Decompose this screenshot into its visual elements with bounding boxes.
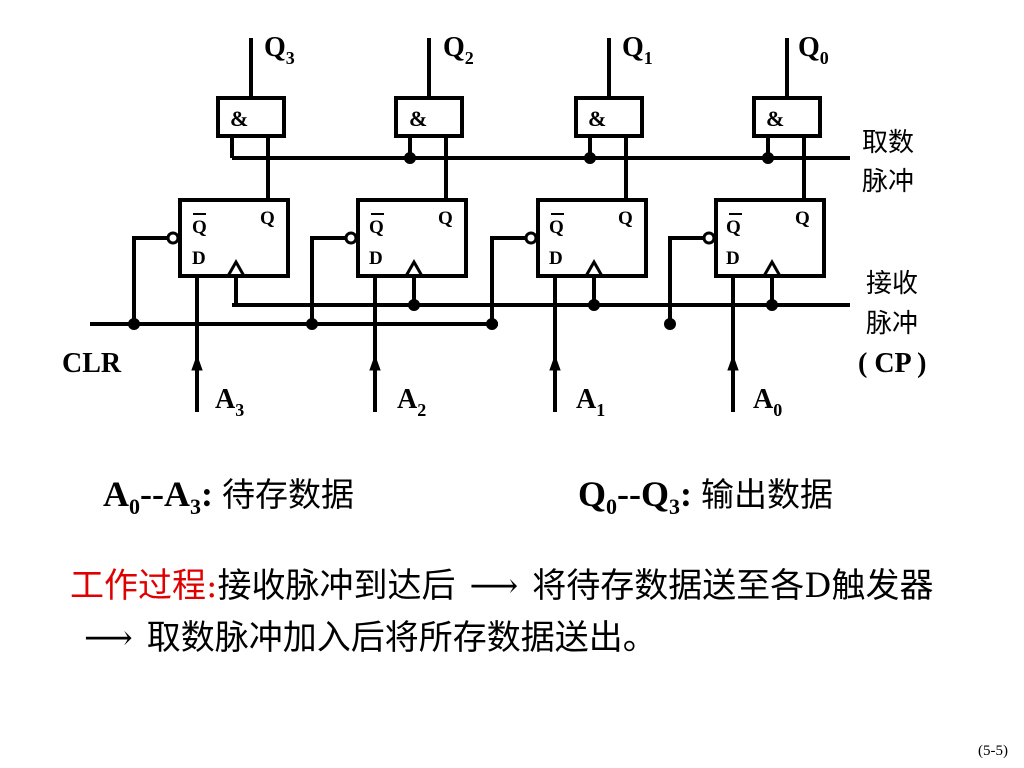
and-gate [216, 96, 286, 138]
ff-q-label: Q [438, 208, 453, 229]
ff-q-label: Q [260, 208, 275, 229]
clock-triangle [584, 258, 604, 277]
process-step3: 取数脉冲加入后将所存数据送出。 [146, 618, 657, 658]
input-arrow-icon [549, 354, 561, 371]
input-data-desc: 待存数据 [221, 475, 354, 514]
and-gate-symbol: & [409, 106, 427, 131]
input-arrow-icon [191, 354, 203, 371]
clr-junction-dot [128, 318, 140, 330]
arrow-icon: ⟶ [469, 566, 519, 606]
and-gate-symbol: & [230, 106, 248, 131]
cp-label: ( CP ) [858, 348, 926, 379]
fetch-pulse-label-line2: 脉冲 [862, 167, 914, 197]
clr-junction-dot [486, 318, 498, 330]
fetch-junction-dot [584, 152, 596, 164]
clr-label: CLR [62, 348, 122, 379]
input-label-a1: A1 [576, 384, 605, 420]
page-number: (5-5) [978, 743, 1008, 759]
clock-triangle [226, 258, 246, 277]
fetch-junction-dot [404, 152, 416, 164]
and-gate [394, 96, 464, 138]
output-label-q3: Q3 [264, 32, 295, 68]
reset-bubble [344, 231, 358, 245]
clr-junction-dot [664, 318, 676, 330]
input-arrow-icon [727, 354, 739, 371]
cp-junction-dot [408, 299, 420, 311]
ff-d-label: D [192, 248, 206, 269]
ff-q-label: Q [618, 208, 633, 229]
ff-d-label: D [369, 248, 383, 269]
ff-qbar-label: Q [726, 217, 741, 238]
work-process-text: 工作过程:接收脉冲到达后 ⟶ 将待存数据送至各D触发器 ⟶ 取数脉冲加入后将所存数据送出… [70, 560, 990, 664]
reset-wire [668, 236, 704, 324]
ff-d-label: D [549, 248, 563, 269]
and-gate-symbol: & [766, 106, 784, 131]
reset-bubble [524, 231, 538, 245]
ff-qbar-label: Q [192, 217, 207, 238]
output-label-q1: Q1 [622, 32, 653, 68]
input-label-a2: A2 [397, 384, 426, 420]
receive-pulse-label-line2: 脉冲 [866, 309, 918, 339]
output-data-legend: Q0--Q3: 输出数据 [578, 474, 834, 520]
register-circuit-diagram: Q3 A3 & Q D Q Q2 A2 & Q D Q Q1 A1 & Q D … [62, 32, 926, 420]
input-label-a3: A3 [215, 384, 244, 420]
reset-wire [310, 236, 346, 324]
fetch-junction-dot [762, 152, 774, 164]
output-data-desc: 输出数据 [701, 475, 834, 514]
process-title: 工作过程: [70, 566, 218, 606]
cp-junction-dot [766, 299, 778, 311]
reset-bubble [702, 231, 716, 245]
reset-wire [490, 236, 526, 324]
ff-qbar-label: Q [549, 217, 564, 238]
receive-pulse-label-line1: 接收 [866, 269, 918, 299]
fetch-pulse-label-line1: 取数 [862, 128, 914, 158]
process-step2: 将待存数据送至各D触发器 [532, 566, 934, 606]
and-gate [574, 96, 644, 138]
clock-triangle [762, 258, 782, 277]
output-label-q2: Q2 [443, 32, 474, 68]
ff-qbar-label: Q [369, 217, 384, 238]
input-data-legend: A0--A3: 待存数据 [103, 474, 354, 520]
and-gate-symbol: & [588, 106, 606, 131]
process-step1: 接收脉冲到达后 [217, 566, 456, 606]
clock-triangle [404, 258, 424, 277]
ff-d-label: D [726, 248, 740, 269]
cp-junction-dot [588, 299, 600, 311]
reset-bubble [166, 231, 180, 245]
input-label-a0: A0 [753, 384, 782, 420]
ff-q-label: Q [795, 208, 810, 229]
clr-junction-dot [306, 318, 318, 330]
reset-wire [132, 236, 168, 324]
output-label-q0: Q0 [798, 32, 829, 68]
input-arrow-icon [369, 354, 381, 371]
arrow-icon: ⟶ [84, 618, 133, 658]
and-gate [752, 96, 822, 138]
